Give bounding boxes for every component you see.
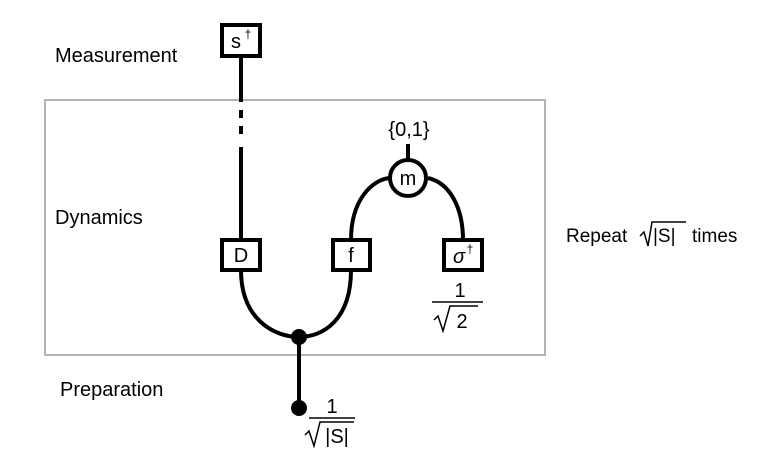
measurement-label: Measurement	[55, 45, 178, 67]
sigma-dagger-sup: †	[467, 242, 474, 256]
repeat-suffix: times	[692, 226, 737, 247]
D-box: D	[220, 238, 262, 272]
sigma-coeff-radicand: 2	[456, 311, 467, 333]
repeat-prefix: Repeat	[566, 226, 628, 247]
repeat-radicand: |S|	[653, 226, 676, 247]
wire-m-to-sigma	[427, 176, 465, 241]
preparation-coefficient: 1 |S|	[304, 396, 355, 449]
prep-coeff-numerator: 1	[326, 396, 337, 418]
m-label: m	[400, 168, 417, 190]
preparation-label: Preparation	[60, 379, 163, 401]
prep-coeff-radicand: |S|	[325, 426, 349, 448]
s-dagger-sup: †	[245, 27, 252, 41]
f-box: f	[331, 238, 372, 272]
repeat-annotation: Repeat |S| times	[566, 221, 737, 247]
wire-D-to-spider	[239, 269, 300, 339]
sigma-sqrt-sign	[433, 305, 478, 334]
f-label: f	[348, 245, 354, 267]
wire-f-to-spider	[298, 269, 353, 339]
repeat-sqrt-sign	[639, 221, 686, 247]
s-dagger-box: s †	[220, 23, 262, 58]
prep-sqrt-sign	[304, 421, 354, 449]
sigma-dagger-box: σ †	[442, 238, 484, 272]
sigma-coefficient: 1 2	[432, 280, 483, 334]
preparation-state-dot	[291, 400, 307, 416]
copy-spider-dot	[291, 329, 307, 345]
dynamics-frame	[44, 99, 546, 356]
sigma-dagger-label: σ	[453, 246, 466, 268]
measurement-outcome-label: {0,1}	[388, 119, 429, 141]
sigma-coeff-numerator: 1	[454, 280, 465, 302]
s-dagger-label: s	[231, 31, 241, 53]
D-label: D	[234, 245, 248, 267]
wire-f-to-m	[349, 176, 390, 241]
dynamics-label: Dynamics	[55, 207, 143, 229]
m-measurement-node: m	[388, 158, 428, 198]
